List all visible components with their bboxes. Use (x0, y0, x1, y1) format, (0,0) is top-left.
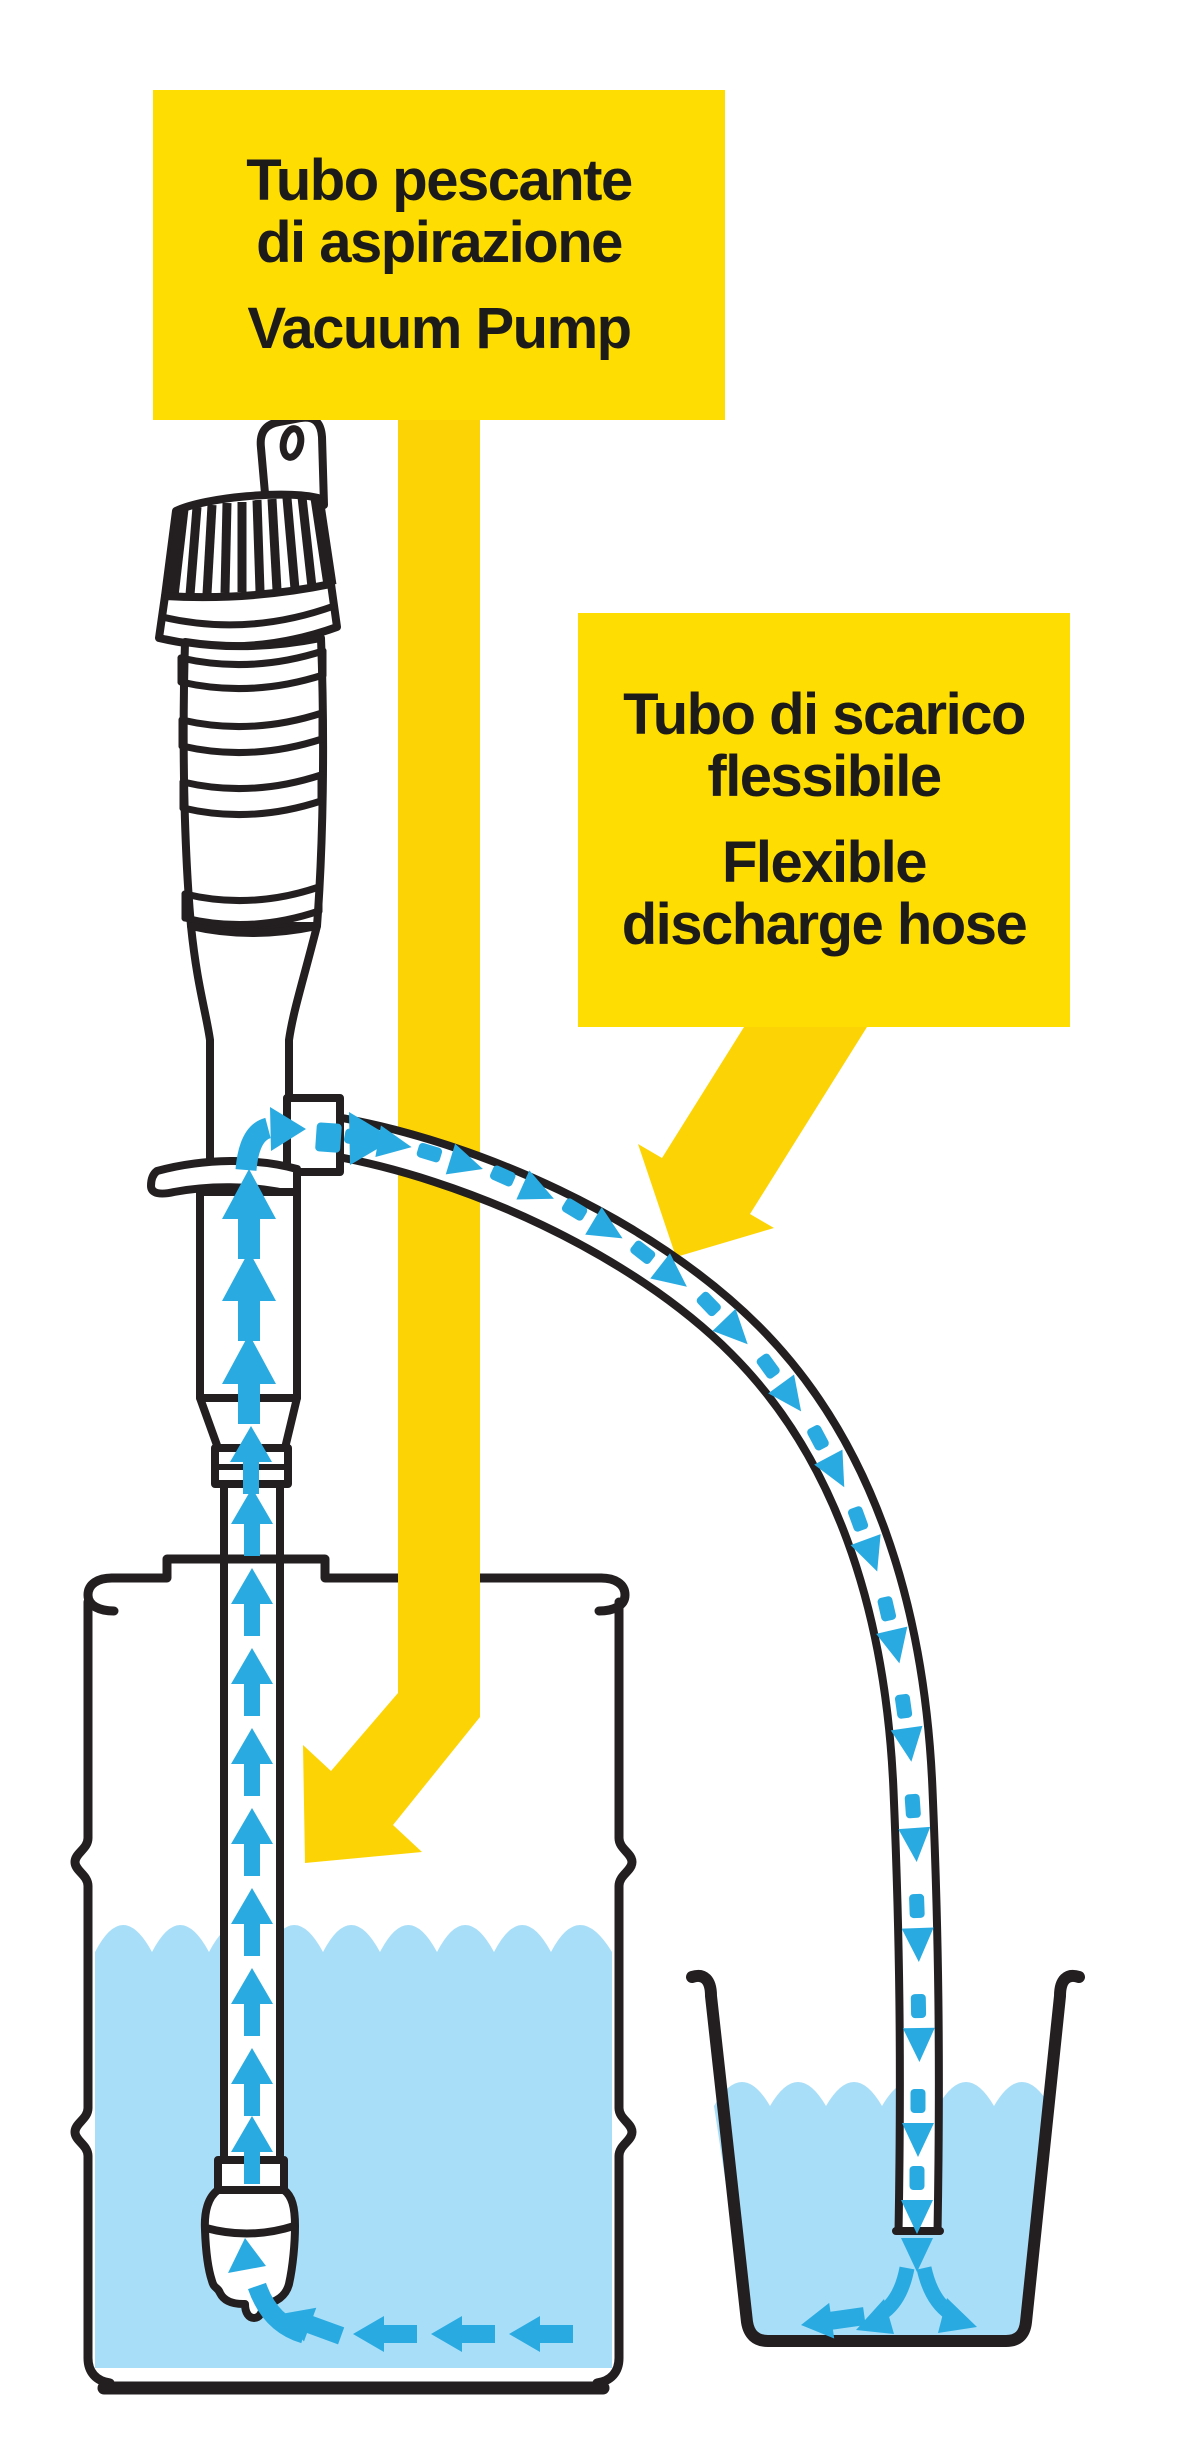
suction-label-en: Vacuum Pump (247, 296, 632, 361)
discharge-pointer-arrow (638, 1027, 867, 1257)
pump-cap (155, 490, 341, 651)
drum-water (95, 1925, 612, 2368)
suction-pointer-arrow (303, 420, 480, 1863)
splash-left-arrow-icon (856, 2299, 894, 2334)
suction-label-box: Tubo pescante di aspirazione Vacuum Pump (153, 90, 725, 420)
discharge-label-box: Tubo di scarico flessibile Flexible disc… (578, 613, 1070, 1027)
pump-hang-tab (256, 413, 328, 509)
discharge-label-en-line1: Flexible (722, 830, 927, 895)
discharge-label-en-line2: discharge hose (621, 892, 1028, 957)
bucket (686, 1970, 1085, 2347)
flow-arrows (222, 1107, 977, 2353)
splash-right-arrow-icon (938, 2298, 977, 2333)
turn-right-arrow-icon (270, 1107, 306, 1151)
intake-arrow-icon (228, 2238, 266, 2273)
discharge-label-it-line2: flessibile (707, 744, 942, 809)
discharge-label-it-line1: Tubo di scarico (623, 682, 1026, 747)
bucket-water (714, 2082, 1050, 2340)
suction-label-it-line1: Tubo pescante (246, 148, 633, 213)
suction-label-it-line2: di aspirazione (256, 210, 623, 275)
hose-entry-arrow-icon (349, 1112, 394, 1165)
pump-bellows (177, 634, 328, 930)
